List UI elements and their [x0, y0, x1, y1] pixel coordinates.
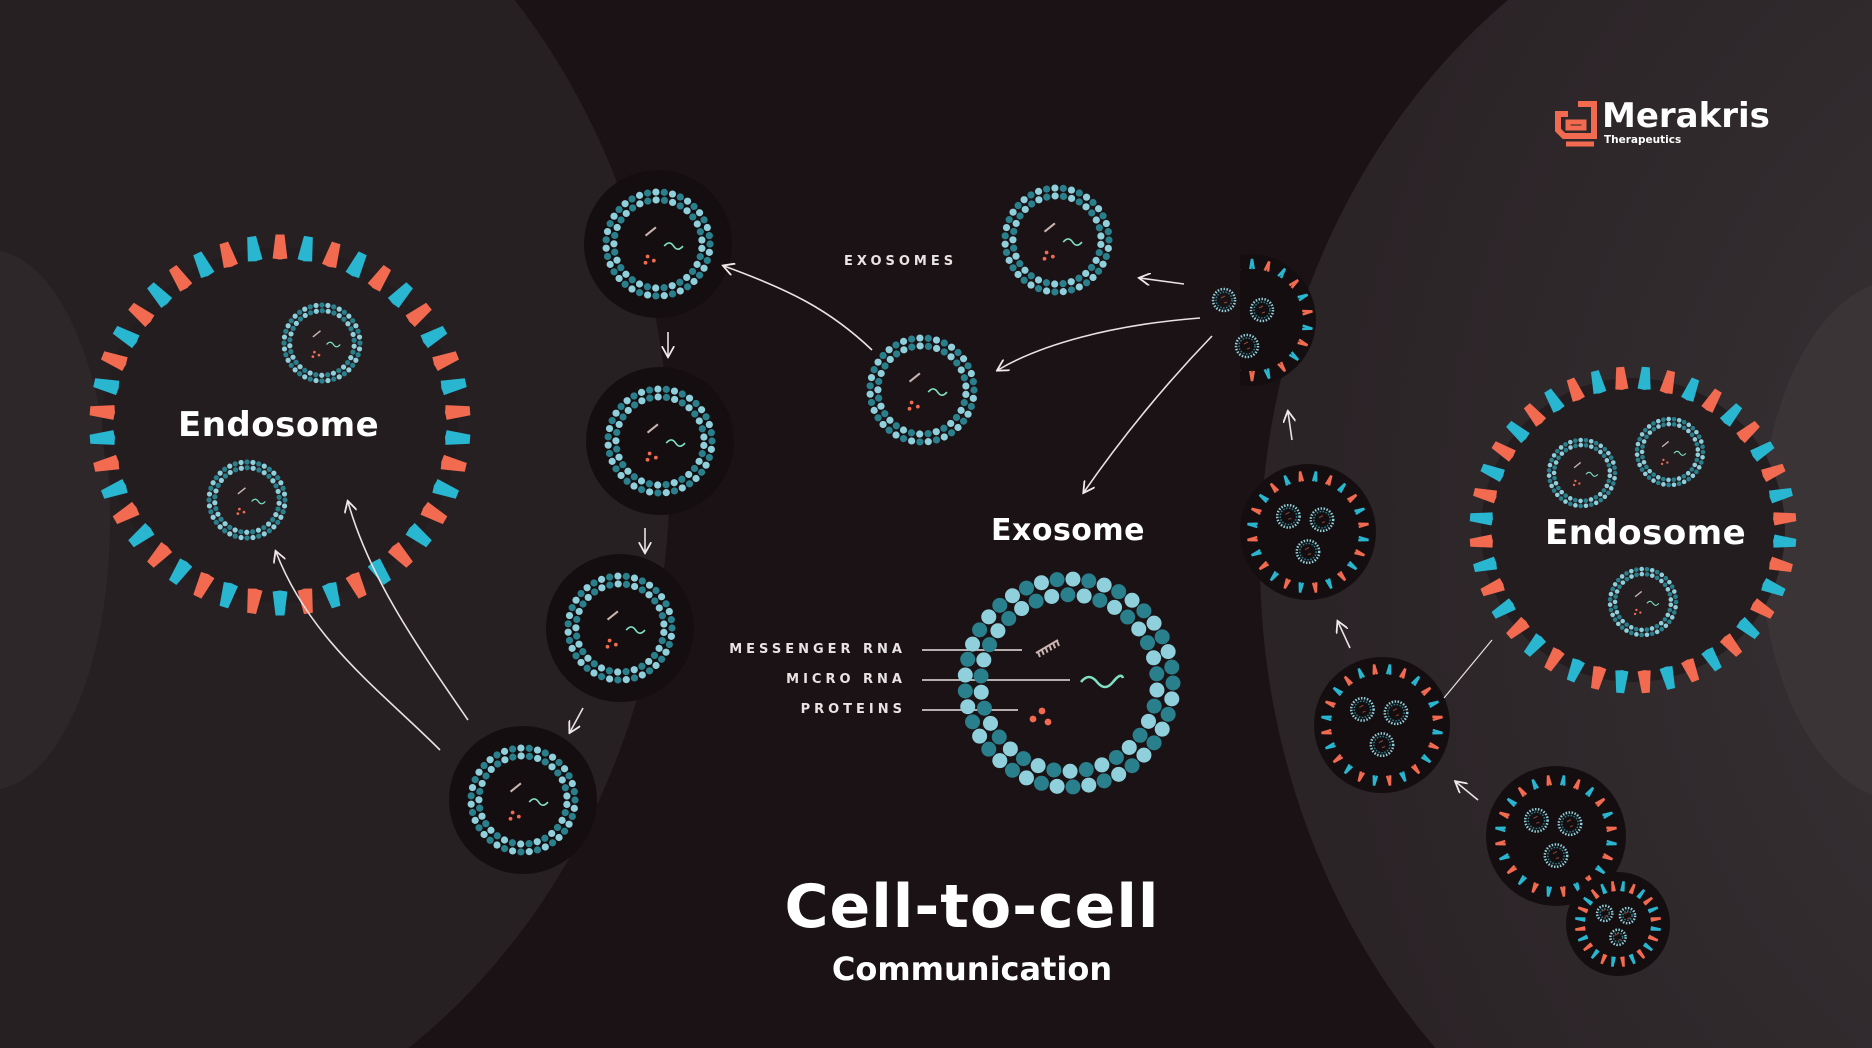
arrow-curve-icon	[348, 502, 469, 721]
arrow-curve-icon	[724, 266, 873, 351]
micro-rna-wave-icon	[1079, 674, 1125, 689]
brand-name: Merakris	[1602, 96, 1770, 136]
multivesicular-bodies	[1160, 250, 1670, 976]
mrna-comb-icon	[1035, 639, 1060, 658]
proteins-label: PROTEINS	[800, 702, 906, 717]
arrow-up-left-icon	[1338, 622, 1351, 649]
right-endosome-label: Endosome	[1545, 513, 1747, 553]
exosomes-label: EXOSOMES	[844, 254, 958, 269]
left-endosome	[89, 234, 471, 616]
messenger-rna-label: MESSENGER RNA	[729, 642, 906, 657]
merakris-logo-icon	[1555, 101, 1597, 147]
protein-dots-icon	[1029, 707, 1052, 726]
exosome-label: Exosome	[991, 513, 1146, 548]
arrow-up-left-icon	[1456, 782, 1479, 801]
micro-rna-label: MICRO RNA	[786, 672, 906, 687]
exosome-detail	[957, 571, 1181, 795]
left-endosome-label: Endosome	[178, 405, 380, 445]
arrow-left-icon	[1140, 278, 1185, 284]
flow-arrows	[276, 266, 1493, 801]
arrow-down-left-icon	[570, 707, 584, 732]
exosome-vesicles	[206, 170, 1706, 874]
arrow-curve-icon	[998, 317, 1201, 370]
connector-line	[1443, 639, 1493, 699]
arrow-up-icon	[1288, 412, 1292, 441]
page-subtitle: Communication	[831, 950, 1113, 988]
arrow-curve-icon	[1084, 335, 1213, 492]
page-title: Cell-to-cell	[784, 872, 1160, 942]
brand-subtitle: Therapeutics	[1604, 134, 1682, 146]
right-endosome	[1469, 366, 1797, 694]
arrow-curve-icon	[276, 552, 441, 751]
